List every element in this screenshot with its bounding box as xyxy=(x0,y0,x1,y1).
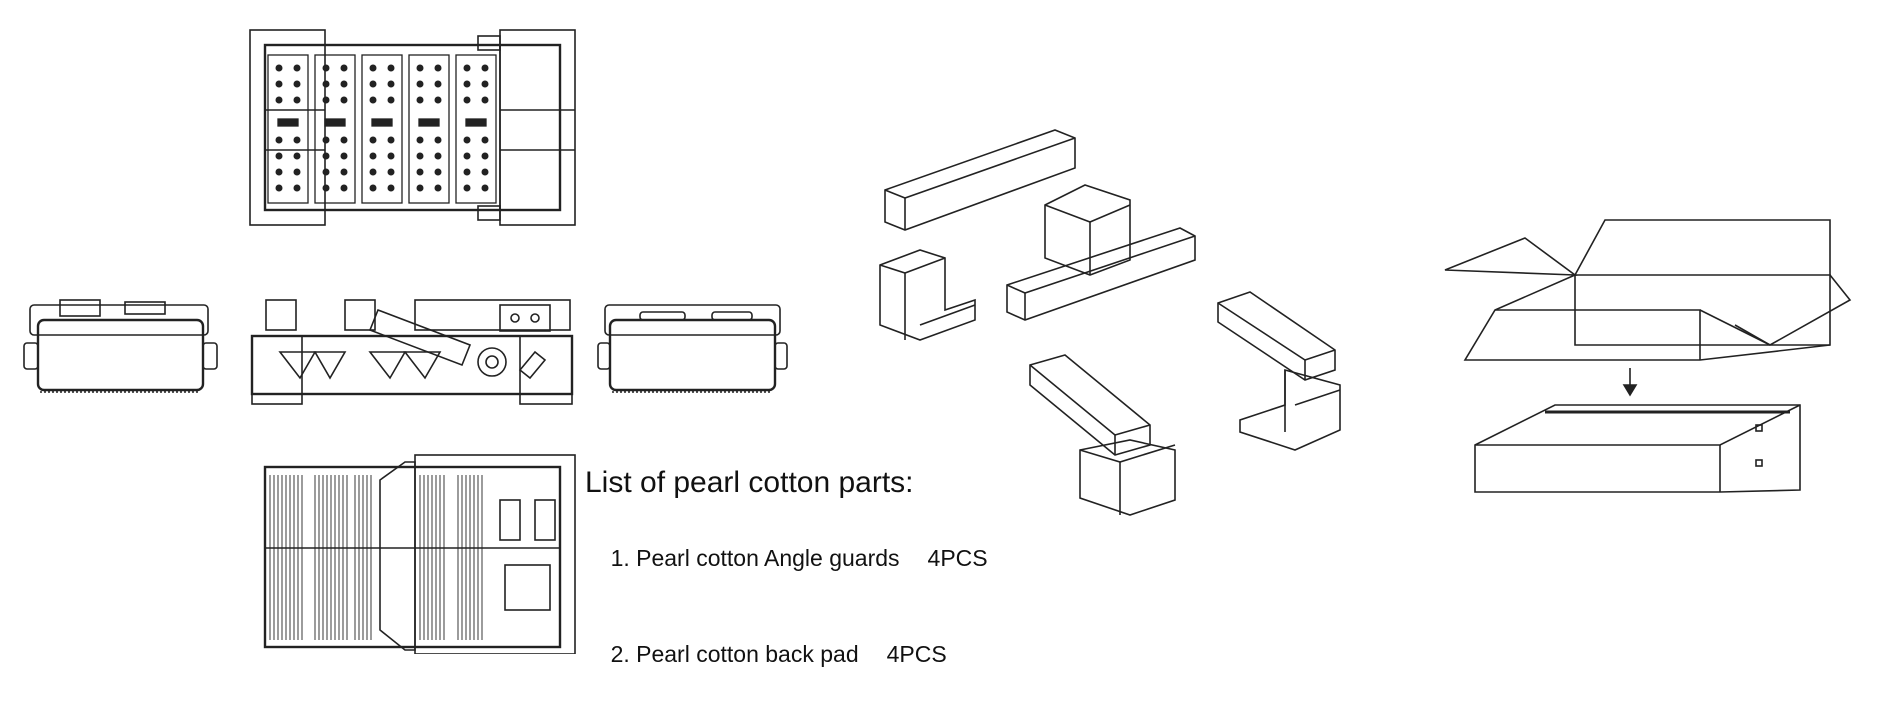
parts-list-item: 1. Pearl cotton Angle guards 4PCS xyxy=(585,518,988,599)
corner-guard-top-left xyxy=(249,29,326,226)
parts-list-title: List of pearl cotton parts: xyxy=(585,466,914,499)
carton-closed-box xyxy=(1474,404,1801,493)
parts-list-item-label: 1. Pearl cotton Angle guards xyxy=(610,545,900,571)
led-module-columns xyxy=(267,54,497,204)
fixture-side-view-right xyxy=(597,304,788,393)
carton-open-box xyxy=(1444,219,1852,361)
pearl-cotton-parts xyxy=(879,129,1341,516)
packaging-diagram xyxy=(23,29,1852,654)
fixture-side-view-left xyxy=(23,299,218,393)
fixture-side-view-center xyxy=(250,299,574,405)
fixture-bottom-view xyxy=(263,454,576,654)
parts-list-item: 2. Pearl cotton back pad 4PCS xyxy=(585,614,988,695)
corner-guard-top-right xyxy=(499,29,576,226)
parts-list-item-qty: 4PCS xyxy=(927,545,988,571)
fixture-top-view xyxy=(249,29,576,226)
fixture-body-top xyxy=(263,43,562,212)
down-arrow-icon xyxy=(1622,368,1638,397)
heat-sink-fins xyxy=(269,475,483,640)
parts-list: List of pearl cotton parts: 1. Pearl cot… xyxy=(585,466,988,710)
parts-list-item-label: 2. Pearl cotton back pad xyxy=(610,641,859,667)
parts-list-item-qty: 4PCS xyxy=(886,641,947,667)
